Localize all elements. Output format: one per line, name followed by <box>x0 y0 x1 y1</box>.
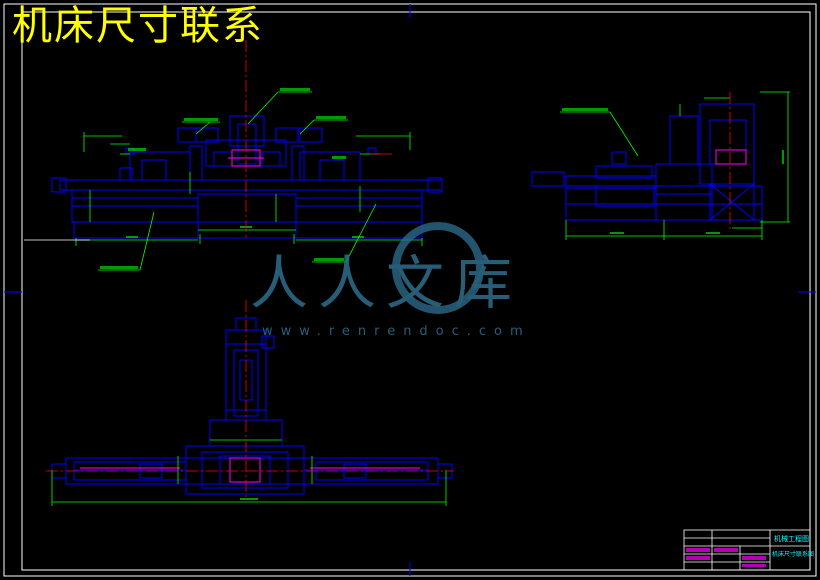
centering-marks <box>4 4 816 576</box>
top-view-annotations <box>240 498 258 500</box>
top-view-centerlines <box>46 300 454 500</box>
title-block-line1: 机械工程图 <box>774 535 809 543</box>
side-view-hidden <box>715 149 747 165</box>
top-view-dims <box>51 439 447 506</box>
front-view-annotations <box>100 88 364 269</box>
side-view-annotations <box>562 108 784 234</box>
inner-frame <box>21 11 811 571</box>
side-view-dims <box>560 91 790 240</box>
title-block-fills <box>686 548 766 567</box>
title-block <box>683 529 811 571</box>
drawing-title: 机床尺寸联系 <box>12 3 264 49</box>
front-view <box>51 115 443 239</box>
front-view-dims <box>75 91 423 271</box>
title-block-line2: 机床尺寸联系图 <box>772 551 815 558</box>
outer-frame <box>3 3 817 577</box>
side-view <box>531 103 763 221</box>
top-view-hidden <box>80 457 420 483</box>
